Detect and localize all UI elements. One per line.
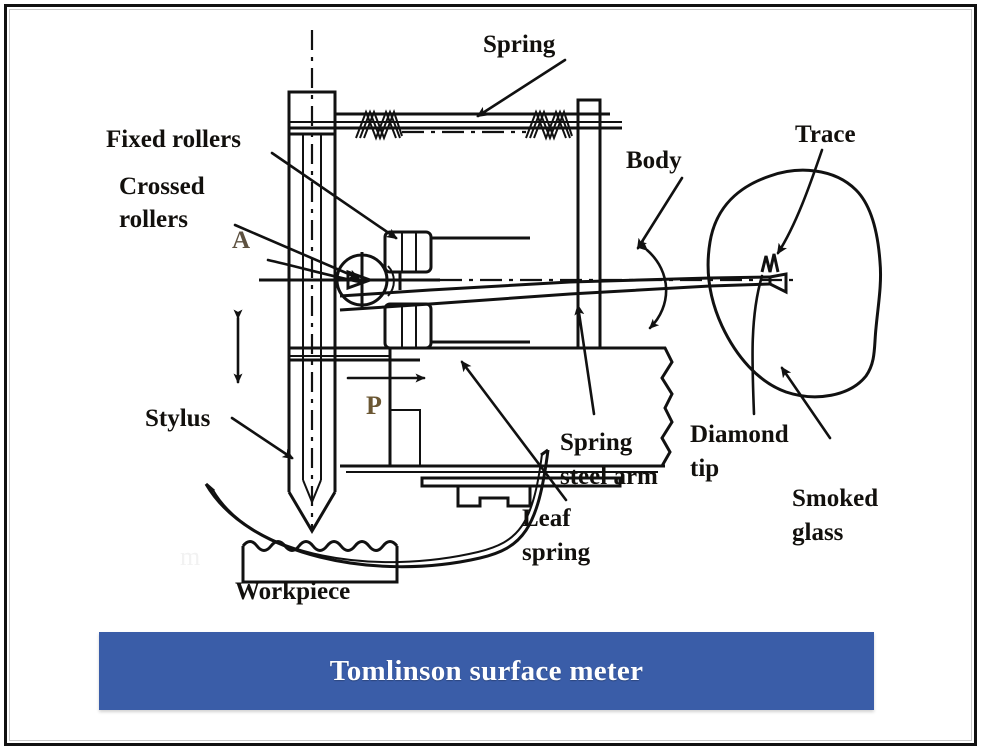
label-leaf-spring-line1: Leaf [522, 505, 571, 532]
trace-mark [760, 253, 780, 273]
scan-watermark: m [180, 542, 200, 571]
image-outer-border [4, 4, 977, 746]
figure-caption-bar: Tomlinson surface meter [99, 632, 874, 710]
label-body: Body [626, 147, 682, 174]
tomlinson-surface-meter-drawing: m [106, 30, 883, 605]
label-trace: Trace [795, 121, 856, 148]
leader-trace [776, 148, 824, 255]
diamond-tip [768, 272, 788, 295]
lower-cross-arm [289, 346, 420, 362]
label-force-p: P [366, 391, 382, 420]
spring-coil-right [525, 109, 573, 141]
leader-stylus [230, 416, 294, 460]
label-spring-steel-arm-line1: Spring [560, 429, 633, 456]
leader-leaf-spring [460, 360, 568, 502]
leader-spring-steel-arm [574, 304, 596, 416]
label-spring: Spring [483, 31, 556, 58]
label-stylus: Stylus [145, 405, 211, 432]
spring-coil-left [355, 109, 403, 141]
label-crossed-rollers-line2: rollers [119, 206, 188, 233]
label-diamond-tip-line1: Diamond [690, 421, 789, 448]
label-workpiece: Workpiece [235, 578, 350, 605]
leader-diamond-tip [751, 274, 764, 416]
leader-body [636, 176, 684, 250]
spring-assembly [289, 98, 622, 350]
leader-smoked-glass [780, 366, 832, 440]
label-fixed-rollers: Fixed rollers [106, 126, 241, 153]
label-smoked-glass-line2: glass [792, 519, 844, 546]
stylus-column [287, 30, 337, 534]
workpiece [241, 540, 399, 584]
leader-point-a [266, 258, 362, 284]
label-crossed-rollers-line1: Crossed [119, 173, 205, 200]
smoked-glass [706, 168, 883, 399]
leaf-spring [204, 448, 550, 569]
fixed-rollers [383, 230, 530, 350]
leader-spring [476, 58, 567, 118]
oscillation-arrow [637, 241, 668, 330]
label-diamond-tip-line2: tip [690, 455, 719, 482]
figure-caption-text: Tomlinson surface meter [329, 654, 644, 687]
body-block [340, 346, 674, 508]
label-spring-steel-arm-line2: steel arm [560, 463, 658, 490]
leader-fixed-rollers [270, 151, 398, 240]
label-smoked-glass-line1: Smoked [792, 485, 878, 512]
diagram-canvas: m [10, 10, 971, 740]
image-inner-border [9, 9, 972, 741]
label-point-a: A [232, 227, 250, 254]
label-leaf-spring-line2: spring [522, 539, 591, 566]
leader-crossed-rollers [233, 223, 360, 280]
